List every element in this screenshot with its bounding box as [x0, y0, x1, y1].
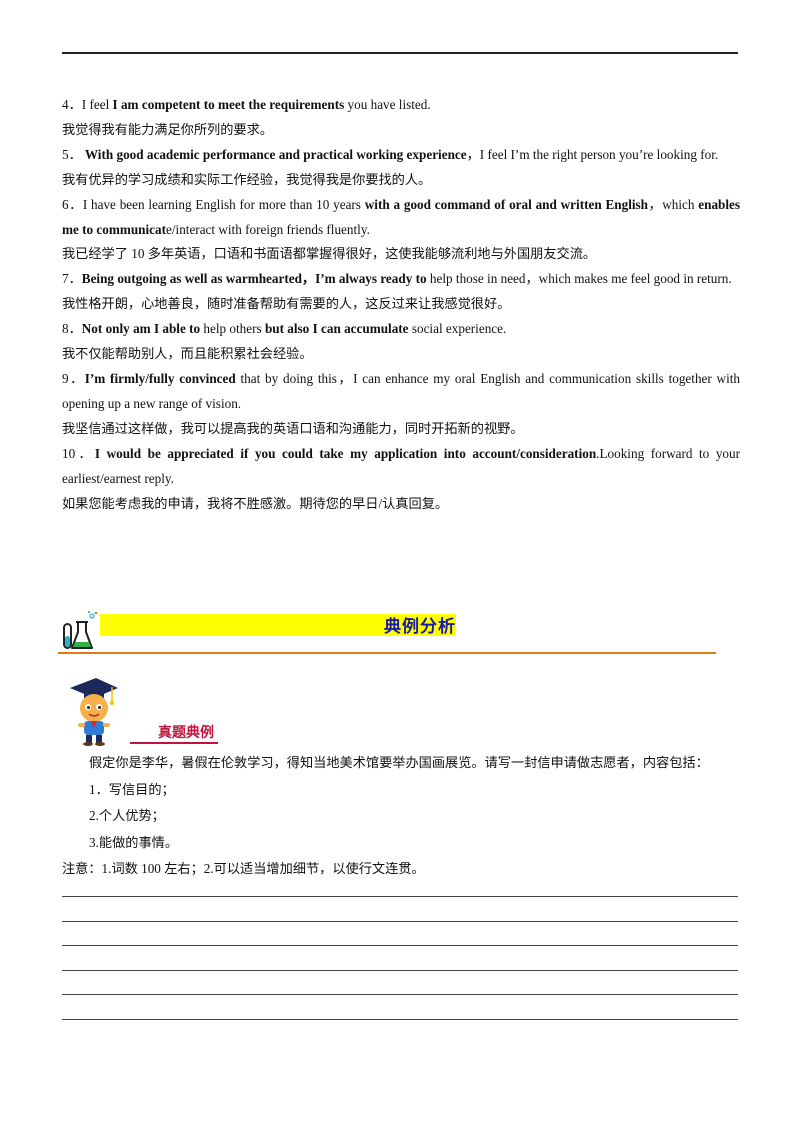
- key-phrase: with a good command of oral and written …: [364, 196, 648, 212]
- sentence-item: 7．Being outgoing as well as warmhearted，…: [62, 267, 740, 292]
- answer-line[interactable]: [62, 1018, 738, 1020]
- sentence-translation: 我不仅能帮助别人，而且能积累社会经验。: [62, 346, 313, 362]
- sentence-number: 7．: [62, 271, 82, 287]
- answer-area: [62, 896, 738, 1044]
- key-phrase: I would be appreciated if you could take…: [94, 445, 597, 461]
- sentence-number: 6．: [62, 196, 83, 212]
- key-phrase: With good academic performance and pract…: [81, 146, 467, 162]
- sentence-text: that by doing this，I can enhance my oral…: [62, 370, 741, 411]
- section-title: 典例分析: [384, 617, 456, 637]
- sentence-text: I feel: [81, 97, 113, 112]
- sentence-translation: 我性格开朗，心地善良，随时准备帮助有需要的人，这反过来让我感觉很好。: [62, 296, 511, 312]
- sentence-item: 8．Not only am I able to help others but …: [62, 317, 740, 342]
- section-divider: [58, 652, 716, 654]
- task-note: 注意：1.词数 100 左右；2.可以适当增加细节，以使行文连贯。: [62, 861, 425, 876]
- sentence-number: 4．: [62, 97, 82, 112]
- example-label: 真题典例: [130, 724, 218, 744]
- answer-line[interactable]: [62, 920, 738, 922]
- sentence-text: social experience.: [408, 321, 507, 337]
- answer-line[interactable]: [62, 945, 738, 947]
- sentence-translation: 我有优异的学习成绩和实际工作经验，我觉得我是你要找的人。: [62, 171, 432, 187]
- answer-line[interactable]: [62, 896, 738, 897]
- sentence-number: 8．: [62, 321, 82, 337]
- key-phrase: Being outgoing as well as warmhearted，I’…: [81, 271, 427, 287]
- task-point: 1．写信目的；: [89, 781, 175, 797]
- graduate-mascot-icon: [70, 678, 118, 746]
- sentence-item: 5． With good academic performance and pr…: [62, 143, 740, 168]
- sentence-translation: 我已经学了 10 多年英语，口语和书面语都掌握得很好，这使我能够流利地与外国朋友…: [62, 246, 597, 262]
- sentence-item: 9．I’m firmly/fully convinced that by doi…: [62, 367, 740, 417]
- sentence-text: you have listed.: [344, 97, 431, 112]
- answer-line[interactable]: [62, 969, 738, 971]
- sentence-text: help others: [200, 321, 265, 337]
- header-rule: [62, 52, 738, 54]
- key-phrase: but also I can accumulate: [264, 321, 409, 337]
- answer-line[interactable]: [62, 994, 738, 996]
- task-point: 3.能做的事情。: [89, 834, 179, 850]
- sentence-number: 9．: [62, 370, 85, 386]
- sentence-item: 4．I feel I am competent to meet the requ…: [62, 93, 740, 118]
- section-banner: 典例分析: [58, 606, 718, 658]
- sentence-number: 10．: [62, 445, 95, 461]
- task-prompt: 假定你是李华，暑假在伦敦学习，得知当地美术馆要举办国画展览。请写一封信申请做志愿…: [89, 755, 709, 770]
- sentence-text: ，which: [648, 196, 699, 212]
- key-phrase: Not only am I able to: [81, 321, 201, 337]
- key-phrase: enables me to communicat: [62, 196, 741, 237]
- key-phrase: I am competent to meet the requirements: [112, 97, 345, 112]
- writing-task: 假定你是李华，暑假在伦敦学习，得知当地美术馆要举办国画展览。请写一封信申请做志愿…: [62, 750, 752, 883]
- sentence-item: 10．I would be appreciated if you could t…: [62, 442, 740, 492]
- sentence-text: e/interact with foreign friends fluently…: [166, 221, 370, 237]
- sentence-list: 4．I feel I am competent to meet the requ…: [62, 93, 740, 516]
- sentence-text: I have been learning English for more th…: [82, 196, 365, 212]
- sentence-number: 5．: [62, 146, 82, 162]
- sentence-translation: 我觉得我有能力满足你所列的要求。: [62, 121, 273, 137]
- section-title-highlight: [100, 614, 456, 636]
- lab-flask-icon: [63, 611, 98, 649]
- task-point: 2.个人优势；: [89, 808, 165, 823]
- sentence-text: help those in need，which makes me feel g…: [426, 271, 732, 287]
- key-phrase: I’m firmly/fully convinced: [84, 370, 236, 386]
- sentence-item: 6．I have been learning English for more …: [62, 193, 740, 243]
- sentence-translation: 如果您能考虑我的申请，我将不胜感激。期待您的早日/认真回复。: [62, 495, 449, 511]
- sentence-translation: 我坚信通过这样做，我可以提高我的英语口语和沟通能力，同时开拓新的视野。: [62, 420, 524, 436]
- sentence-text: ，I feel I’m the right person you’re look…: [466, 146, 719, 162]
- sentence-text: .Looking forward to your earliest/earnes…: [62, 445, 741, 486]
